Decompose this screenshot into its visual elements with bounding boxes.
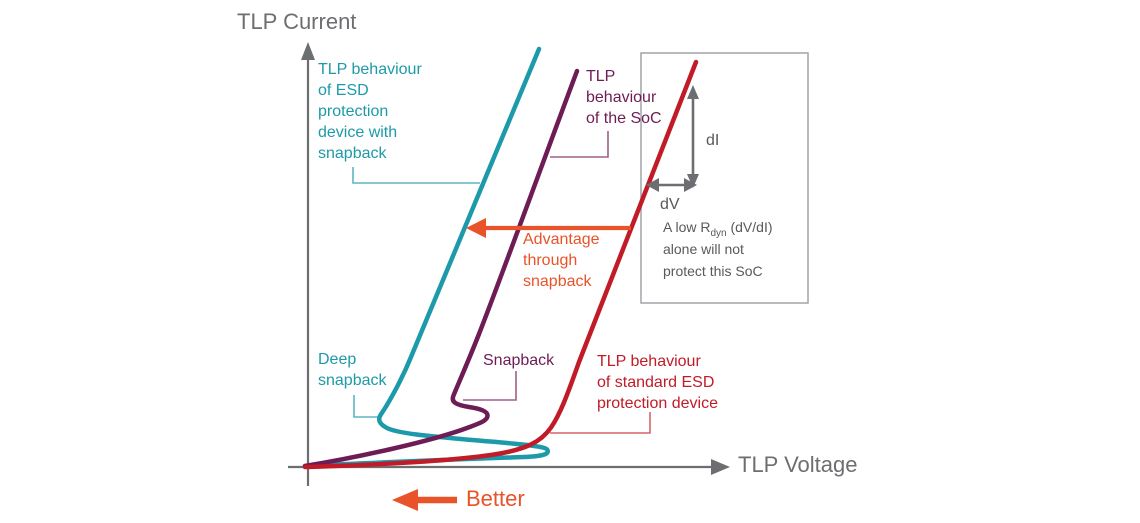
label-standard-esd-device: TLP behaviour of standard ESD protection… bbox=[597, 353, 718, 412]
curve-standard-esd-device bbox=[302, 59, 699, 470]
x-axis-arrowhead-icon bbox=[711, 459, 730, 475]
label-dv: dV bbox=[660, 196, 680, 213]
note-subscript: dyn bbox=[710, 227, 727, 239]
note-suffix: (dV/dI) alone will not protect this SoC bbox=[663, 219, 773, 279]
leader-soc-label bbox=[550, 131, 609, 158]
note-low-rdyn: A low Rdyn (dV/dI) alone will not protec… bbox=[663, 216, 773, 282]
better-arrowhead-icon bbox=[392, 489, 418, 511]
note-prefix: A low R bbox=[663, 219, 711, 235]
leader-esd-snapback-label bbox=[352, 167, 480, 184]
label-advantage-through-snapback: Advantage through snapback bbox=[523, 231, 600, 290]
x-axis-title: TLP Voltage bbox=[738, 452, 858, 477]
label-di: dI bbox=[706, 132, 720, 149]
leader-deep-snapback-label bbox=[353, 395, 378, 418]
label-snapback: Snapback bbox=[483, 352, 555, 369]
leader-standard-esd-label bbox=[550, 412, 651, 434]
label-better: Better bbox=[466, 486, 525, 511]
y-axis-arrowhead-icon bbox=[301, 42, 315, 60]
dv-arrowhead-right-icon bbox=[684, 178, 697, 192]
leader-snapback-label bbox=[463, 371, 517, 401]
di-arrowhead-bottom-icon bbox=[687, 174, 699, 188]
label-deep-snapback: Deep snapback bbox=[318, 351, 387, 389]
label-soc-behaviour: TLP behaviour of the SoC bbox=[586, 68, 662, 127]
y-axis-title: TLP Current bbox=[237, 9, 357, 34]
di-arrowhead-top-icon bbox=[687, 85, 699, 99]
dv-arrowhead-left-icon bbox=[646, 178, 659, 192]
curve-soc bbox=[302, 68, 580, 469]
label-esd-device-with-snapback: TLP behaviour of ESD protection device w… bbox=[318, 61, 422, 162]
advantage-arrowhead-icon bbox=[466, 218, 486, 238]
note-box-border bbox=[640, 52, 809, 304]
